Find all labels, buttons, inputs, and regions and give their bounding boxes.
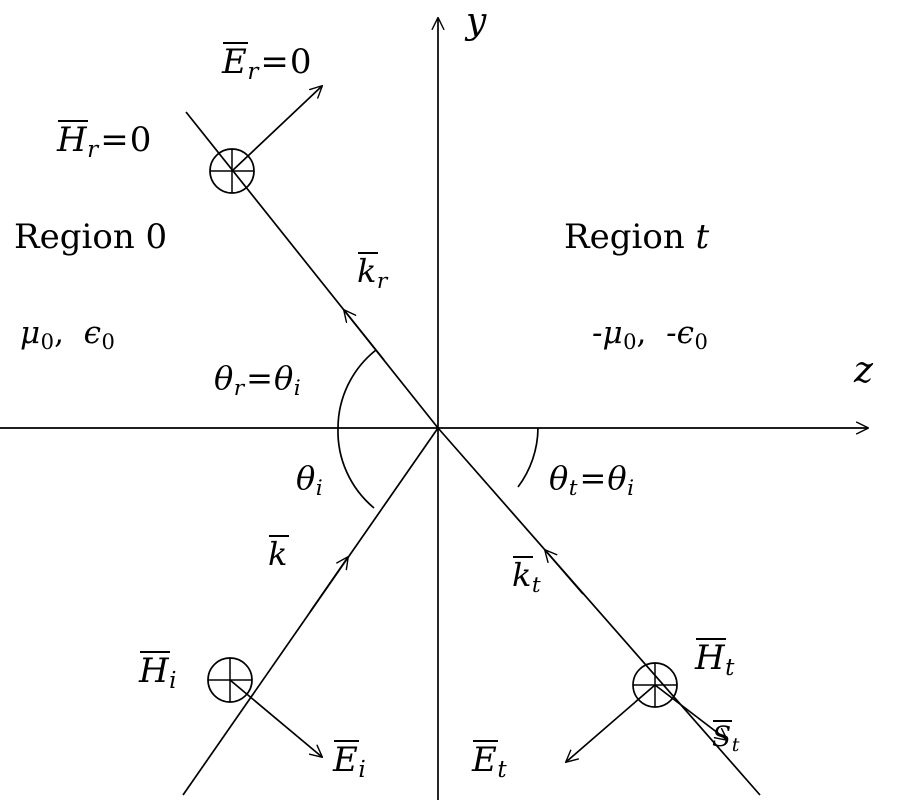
- transmitted-ray: [437, 427, 761, 796]
- theta-r-equals-theta-i-label: θr=θi: [214, 362, 301, 400]
- e-i-symbol: E: [333, 739, 360, 780]
- theta-i-arc: [337, 427, 375, 509]
- e-i-subscript: i: [358, 757, 366, 784]
- region-0-parameters: μ0, ϵ0: [20, 318, 115, 352]
- z-axis-label: z: [854, 350, 873, 391]
- h-r-subscript: r: [87, 137, 99, 164]
- h-r-out-of-page-marker: [209, 148, 255, 194]
- region-0-epsilon-subscript: 0: [101, 328, 115, 354]
- e-r-value: 0: [289, 42, 312, 82]
- h-i-out-of-page-marker: [207, 657, 253, 703]
- y-axis-label: y: [466, 1, 487, 42]
- h-r-value: 0: [129, 120, 152, 160]
- h-t-label: Ht: [695, 637, 735, 682]
- region-t-parameters: -μ0, -ϵ0: [592, 318, 708, 352]
- h-r-equals: =: [100, 120, 129, 160]
- h-i-subscript: i: [169, 668, 177, 695]
- e-r-arrow: [231, 86, 322, 172]
- h-t-out-of-page-marker: [632, 662, 678, 708]
- theta-i-symbol: θ: [296, 459, 316, 497]
- theta-i-label: θi: [296, 462, 323, 500]
- theta-t-equals: =: [579, 459, 607, 497]
- k-t-symbol: k: [512, 556, 533, 594]
- reflected-ray: [185, 111, 439, 429]
- e-r-label: Er=0: [222, 41, 312, 86]
- region-0-mu: μ: [20, 315, 41, 351]
- theta-r-rhs-symbol: θ: [273, 359, 294, 397]
- e-t-symbol: E: [472, 739, 499, 780]
- region-0-mu-subscript: 0: [40, 328, 55, 354]
- theta-r-symbol: θ: [214, 359, 234, 397]
- theta-t-symbol: θ: [549, 459, 569, 497]
- s-t-arrow: [654, 684, 727, 740]
- theta-t-subscript: t: [568, 476, 578, 502]
- theta-t-arc: [517, 427, 539, 488]
- k-r-label: kr: [357, 252, 388, 295]
- e-r-subscript: r: [247, 59, 259, 86]
- h-t-subscript: t: [725, 655, 735, 682]
- k-r-symbol: k: [357, 252, 378, 290]
- k-r-subscript: r: [376, 269, 388, 295]
- h-r-symbol: H: [57, 119, 89, 160]
- theta-i-subscript: i: [315, 476, 323, 502]
- e-i-label: Ei: [333, 739, 366, 784]
- e-t-arrow: [566, 684, 656, 762]
- k-incident-label: k: [268, 535, 289, 573]
- region-t-mu: -μ: [592, 315, 623, 351]
- k-transmitted-arrow: [545, 550, 584, 595]
- h-i-label: Hi: [139, 650, 177, 695]
- theta-r-rhs-subscript: i: [293, 376, 301, 402]
- k-t-subscript: t: [531, 573, 541, 599]
- s-t-subscript: t: [731, 734, 740, 757]
- theta-t-equals-theta-i-label: θt=θi: [549, 462, 634, 500]
- e-t-label: Et: [472, 739, 507, 784]
- e-r-equals: =: [260, 42, 289, 82]
- theta-t-rhs-symbol: θ: [607, 459, 627, 497]
- s-t-label: St: [712, 720, 740, 757]
- theta-r-subscript: r: [233, 376, 245, 402]
- theta-r-arc: [337, 349, 377, 429]
- h-r-label: Hr=0: [57, 119, 152, 164]
- region-t-label: Region t: [564, 220, 709, 254]
- h-i-symbol: H: [139, 650, 171, 691]
- region-0-comma: ,: [54, 315, 64, 351]
- k-reflected-arrow: [344, 310, 385, 361]
- e-t-subscript: t: [497, 757, 507, 784]
- e-i-arrow: [229, 679, 322, 757]
- h-t-symbol: H: [695, 637, 727, 678]
- s-t-symbol: S: [712, 720, 733, 753]
- region-t-word: Region: [564, 217, 685, 257]
- region-t-comma: ,: [636, 315, 647, 351]
- e-r-symbol: E: [222, 41, 249, 82]
- region-t-epsilon-subscript: 0: [694, 328, 708, 354]
- region-t-mu-subscript: 0: [623, 328, 637, 354]
- region-0-epsilon: ϵ: [83, 315, 102, 351]
- region-t-letter: t: [695, 217, 710, 257]
- k-t-label: kt: [512, 556, 541, 599]
- region-0-label: Region 0: [14, 217, 168, 257]
- theta-r-equals: =: [246, 359, 273, 397]
- theta-t-rhs-subscript: i: [627, 476, 635, 502]
- region-t-epsilon: -ϵ: [666, 315, 694, 351]
- k-incident-arrow: [309, 557, 348, 613]
- k-incident-symbol: k: [268, 535, 289, 573]
